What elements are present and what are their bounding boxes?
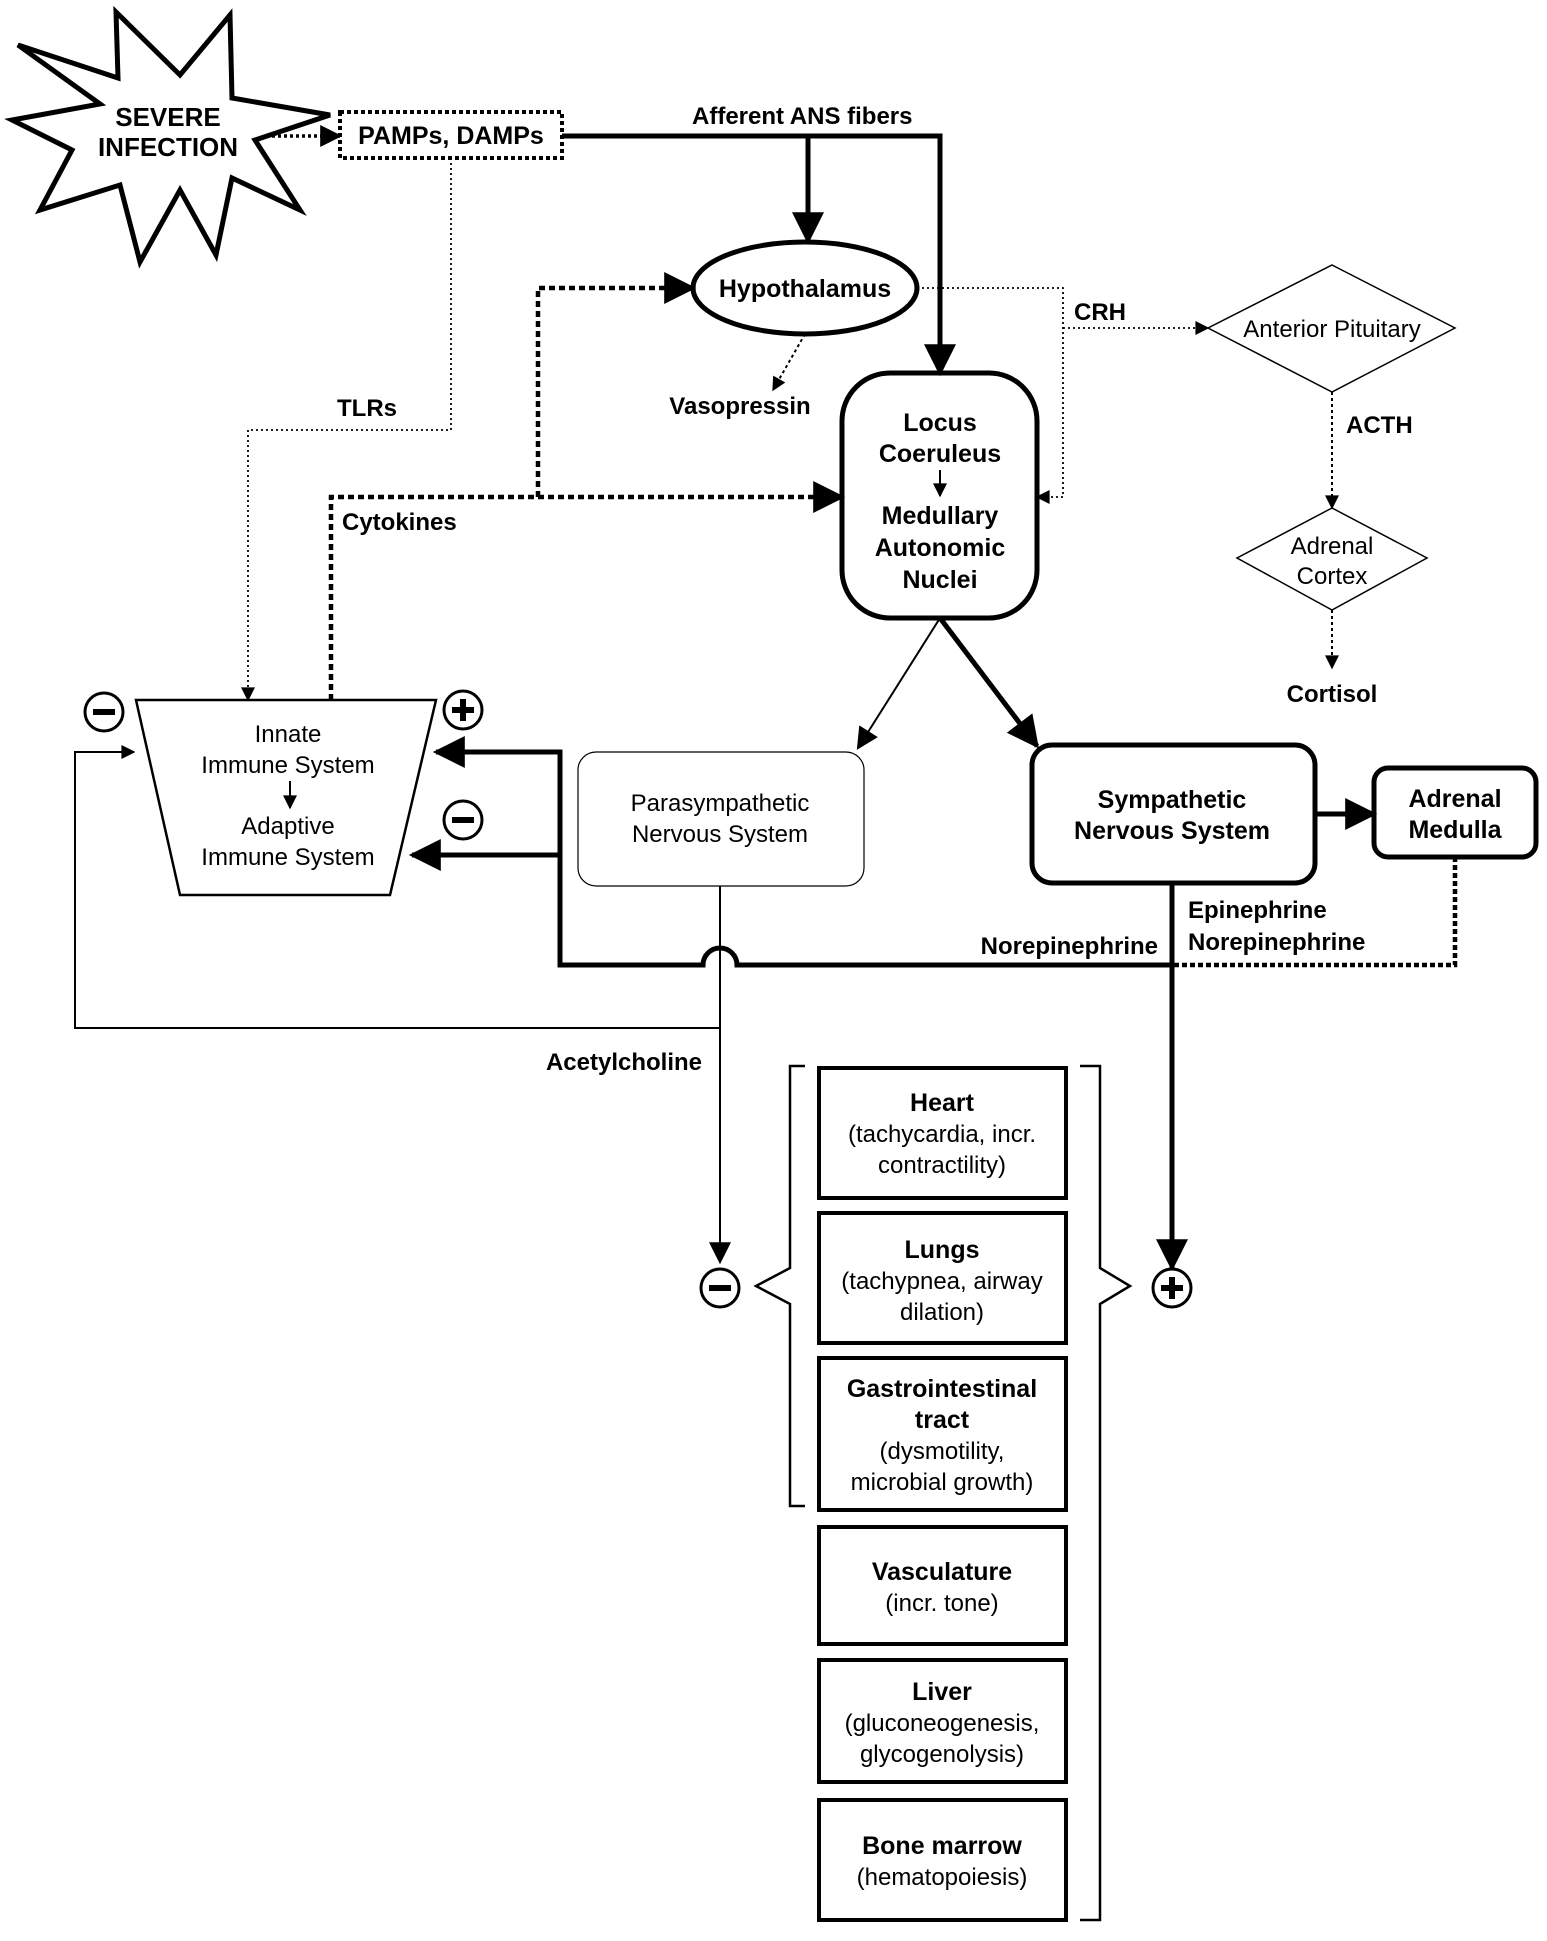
severe-infection-line2: INFECTION bbox=[98, 132, 238, 162]
adrenal-cortex-line1: Adrenal bbox=[1291, 533, 1374, 560]
organ-lungs-detail2: dilation) bbox=[900, 1299, 984, 1326]
severe-infection-node: SEVERE INFECTION bbox=[4, 5, 331, 269]
minus-sign-immune-left bbox=[83, 691, 125, 733]
locus-line3: Medullary bbox=[882, 502, 999, 530]
organ-lungs-name: Lungs bbox=[905, 1236, 980, 1264]
locus-coeruleus-node: Locus Coeruleus Medullary Autonomic Nucl… bbox=[839, 370, 1040, 621]
organ-vasculature-name: Vasculature bbox=[872, 1558, 1012, 1586]
medulla-hormone-line bbox=[1172, 857, 1458, 968]
organ-heart-name: Heart bbox=[910, 1089, 975, 1117]
tlrs-line bbox=[241, 158, 452, 702]
minus-sign-organs bbox=[699, 1267, 741, 1309]
plus-sign-organs bbox=[1151, 1267, 1193, 1309]
organ-gi-detail2: microbial growth) bbox=[851, 1469, 1034, 1496]
sympathetic-line2: Nervous System bbox=[1074, 817, 1270, 845]
cytokines-line bbox=[328, 481, 846, 700]
parasympathetic-line1: Parasympathetic bbox=[631, 790, 810, 817]
immune-line3: Adaptive bbox=[241, 813, 334, 840]
organ-gi-detail1: (dysmotility, bbox=[880, 1438, 1005, 1465]
locus-line2: Coeruleus bbox=[879, 440, 1001, 468]
organ-list: Heart (tachycardia, incr. contractility)… bbox=[817, 1066, 1068, 1922]
locus-to-sympathetic-arrow bbox=[938, 616, 1039, 749]
sympathetic-node: Sympathetic Nervous System bbox=[1029, 742, 1318, 886]
acetylcholine-to-immune-line bbox=[74, 745, 720, 1029]
minus-sign-adaptive bbox=[442, 799, 484, 841]
cortisol-label: Cortisol bbox=[1287, 681, 1378, 708]
anterior-pituitary-label: Anterior Pituitary bbox=[1243, 316, 1420, 343]
crh-label: CRH bbox=[1074, 299, 1126, 326]
immune-line2: Immune System bbox=[201, 752, 374, 779]
organ-heart-detail1: (tachycardia, incr. bbox=[848, 1121, 1036, 1148]
sympathetic-line1: Sympathetic bbox=[1098, 786, 1247, 814]
starburst-shape bbox=[4, 5, 331, 269]
organ-vasculature-detail1: (incr. tone) bbox=[885, 1590, 998, 1617]
norepinephrine-left-label: Norepinephrine bbox=[981, 933, 1158, 960]
locus-line4: Autonomic bbox=[875, 534, 1006, 562]
organ-gi-name1: Gastrointestinal bbox=[847, 1375, 1037, 1403]
anterior-pituitary-node: Anterior Pituitary bbox=[1206, 264, 1457, 393]
adrenal-medulla-line1: Adrenal bbox=[1408, 785, 1501, 813]
plus-sign-immune-right bbox=[442, 689, 484, 731]
organ-bone-marrow-name: Bone marrow bbox=[862, 1832, 1022, 1860]
organ-liver-name: Liver bbox=[912, 1678, 972, 1706]
hypothalamus-to-vasopressin-arrow bbox=[772, 333, 806, 392]
afferent-fiber-line bbox=[562, 133, 956, 377]
acetylcholine-label: Acetylcholine bbox=[546, 1049, 702, 1076]
organ-heart-detail2: contractility) bbox=[878, 1152, 1006, 1179]
organ-lungs-detail1: (tachypnea, airway bbox=[841, 1268, 1042, 1295]
norepinephrine-right-label: Norepinephrine bbox=[1188, 929, 1365, 956]
immune-system-node: Innate Immune System Adaptive Immune Sys… bbox=[134, 698, 438, 897]
cytokines-to-hypothalamus-line bbox=[535, 272, 697, 497]
severe-infection-line1: SEVERE bbox=[115, 102, 221, 132]
norepinephrine-feedback-line bbox=[432, 736, 1172, 968]
immune-line1: Innate bbox=[255, 721, 322, 748]
parasympathetic-line2: Nervous System bbox=[632, 821, 808, 848]
afferent-label: Afferent ANS fibers bbox=[692, 103, 912, 130]
pamps-damps-node: PAMPs, DAMPs bbox=[338, 110, 564, 160]
adrenal-cortex-node: Adrenal Cortex bbox=[1235, 507, 1429, 611]
crh-line bbox=[917, 287, 1064, 504]
cytokines-label: Cytokines bbox=[342, 509, 457, 536]
organ-bone-marrow: Bone marrow (hematopoiesis) bbox=[817, 1798, 1068, 1922]
organ-liver-detail1: (gluconeogenesis, bbox=[845, 1710, 1040, 1737]
organ-heart: Heart (tachycardia, incr. contractility) bbox=[817, 1066, 1068, 1200]
tlrs-label: TLRs bbox=[337, 395, 397, 422]
adrenal-cortex-line2: Cortex bbox=[1297, 563, 1368, 590]
organ-vasculature: Vasculature (incr. tone) bbox=[817, 1525, 1068, 1646]
left-brace bbox=[753, 1064, 805, 1508]
acth-label: ACTH bbox=[1346, 412, 1413, 439]
locus-to-parasympathetic-arrow bbox=[856, 617, 941, 750]
immune-line4: Immune System bbox=[201, 844, 374, 871]
organ-gi-name2: tract bbox=[915, 1406, 970, 1434]
locus-line1: Locus bbox=[903, 409, 977, 437]
right-brace bbox=[1080, 1064, 1133, 1922]
organ-lungs: Lungs (tachypnea, airway dilation) bbox=[817, 1211, 1068, 1345]
vasopressin-label: Vasopressin bbox=[669, 393, 810, 420]
organ-bone-marrow-detail1: (hematopoiesis) bbox=[857, 1864, 1028, 1891]
organ-liver-detail2: glycogenolysis) bbox=[860, 1741, 1024, 1768]
epinephrine-label: Epinephrine bbox=[1188, 897, 1327, 924]
pamps-damps-label: PAMPs, DAMPs bbox=[358, 122, 544, 150]
parasympathetic-node: Parasympathetic Nervous System bbox=[577, 751, 865, 887]
locus-line5: Nuclei bbox=[902, 566, 977, 594]
adrenal-medulla-node: Adrenal Medulla bbox=[1371, 765, 1539, 860]
organ-liver: Liver (gluconeogenesis, glycogenolysis) bbox=[817, 1658, 1068, 1784]
adrenal-medulla-line2: Medulla bbox=[1408, 816, 1502, 844]
hypothalamus-node: Hypothalamus bbox=[690, 239, 920, 337]
hypothalamus-label: Hypothalamus bbox=[719, 275, 891, 303]
organ-gi-tract: Gastrointestinal tract (dysmotility, mic… bbox=[817, 1356, 1068, 1512]
